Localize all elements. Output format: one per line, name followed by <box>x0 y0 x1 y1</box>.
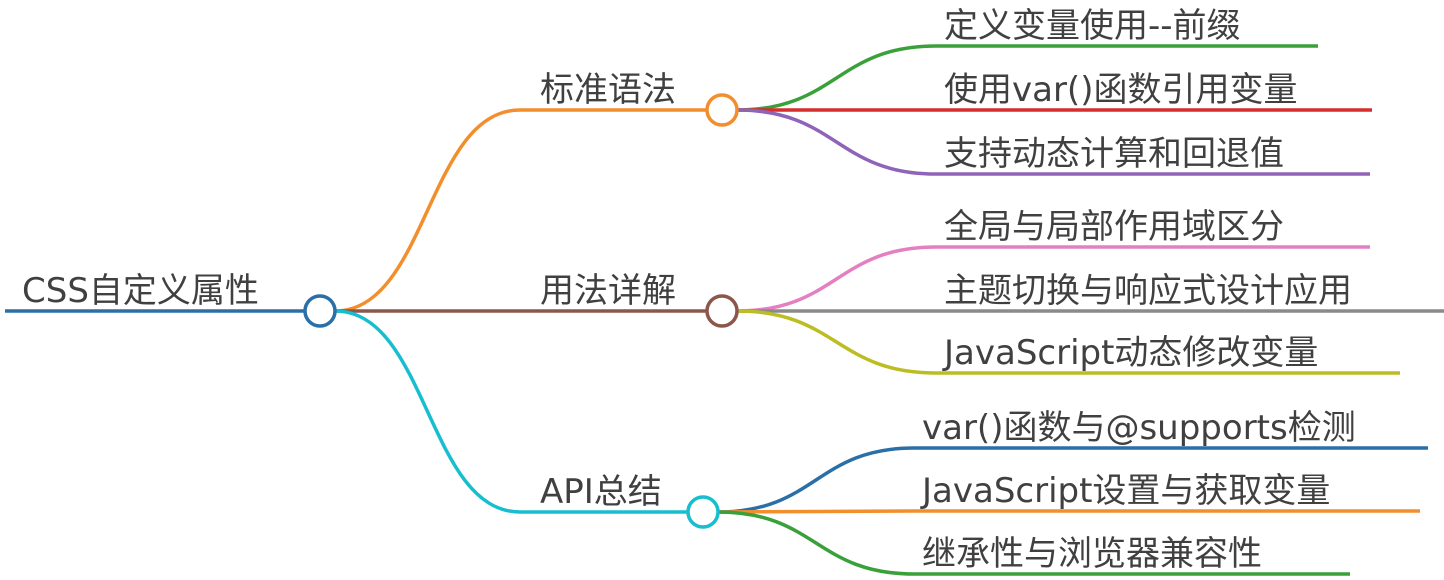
leaf-label: 支持动态计算和回退值 <box>944 134 1284 174</box>
leaf-node[interactable]: var()函数与@supports检测 <box>922 408 1356 448</box>
branch-collapse-toggle[interactable] <box>705 294 739 328</box>
leaf-label: var()函数与@supports检测 <box>922 408 1356 448</box>
leaf-node[interactable]: 继承性与浏览器兼容性 <box>922 534 1262 574</box>
branch-label: API总结 <box>540 472 662 512</box>
leaf-node[interactable]: JavaScript设置与获取变量 <box>920 471 1330 511</box>
leaf-label: 主题切换与响应式设计应用 <box>944 271 1352 311</box>
branch-label: 用法详解 <box>540 271 676 311</box>
branches-layer: 标准语法 定义变量使用--前缀使用var()函数引用变量支持动态计算和回退值用法详… <box>540 6 1356 574</box>
branch-leaf-connector <box>717 509 915 514</box>
root-branch-connector <box>334 309 521 514</box>
leaf-label: JavaScript设置与获取变量 <box>920 471 1330 511</box>
branch-label: 标准语法 <box>540 70 676 110</box>
leaf-node[interactable]: 全局与局部作用域区分 <box>944 207 1284 247</box>
branch-leaf-connector <box>736 108 937 176</box>
root-node[interactable]: CSS自定义属性 <box>5 271 320 313</box>
leaf-label: 使用var()函数引用变量 <box>944 70 1297 110</box>
edges-layer <box>334 44 1444 576</box>
leaf-node[interactable]: 主题切换与响应式设计应用 <box>944 271 1352 311</box>
leaf-label: 继承性与浏览器兼容性 <box>922 534 1262 574</box>
branch-leaf-connector <box>717 510 915 576</box>
branch-node[interactable]: 标准语法 <box>540 70 676 110</box>
branch-leaf-connector <box>736 44 937 112</box>
branch-node[interactable]: 用法详解 <box>540 271 676 311</box>
root-branch-connector <box>334 108 521 313</box>
leaf-node[interactable]: 使用var()函数引用变量 <box>944 70 1297 110</box>
leaf-label: JavaScript动态修改变量 <box>942 333 1318 373</box>
branch-leaf-connector <box>717 446 915 514</box>
leaf-node[interactable]: 支持动态计算和回退值 <box>944 134 1284 174</box>
leaf-node[interactable]: 定义变量使用--前缀 <box>944 6 1241 46</box>
branch-node[interactable]: API总结 <box>540 472 662 512</box>
branch-leaf-connector <box>736 245 937 313</box>
leaf-label: 定义变量使用--前缀 <box>944 6 1241 46</box>
branch-collapse-toggle[interactable] <box>686 495 720 529</box>
leaf-label: 全局与局部作用域区分 <box>944 207 1284 247</box>
circles-layer <box>303 93 739 529</box>
root-collapse-toggle[interactable] <box>303 294 337 328</box>
leaf-node[interactable]: JavaScript动态修改变量 <box>942 333 1318 373</box>
branch-leaf-connector <box>736 309 937 375</box>
root-label: CSS自定义属性 <box>22 271 259 311</box>
branch-collapse-toggle[interactable] <box>705 93 739 127</box>
